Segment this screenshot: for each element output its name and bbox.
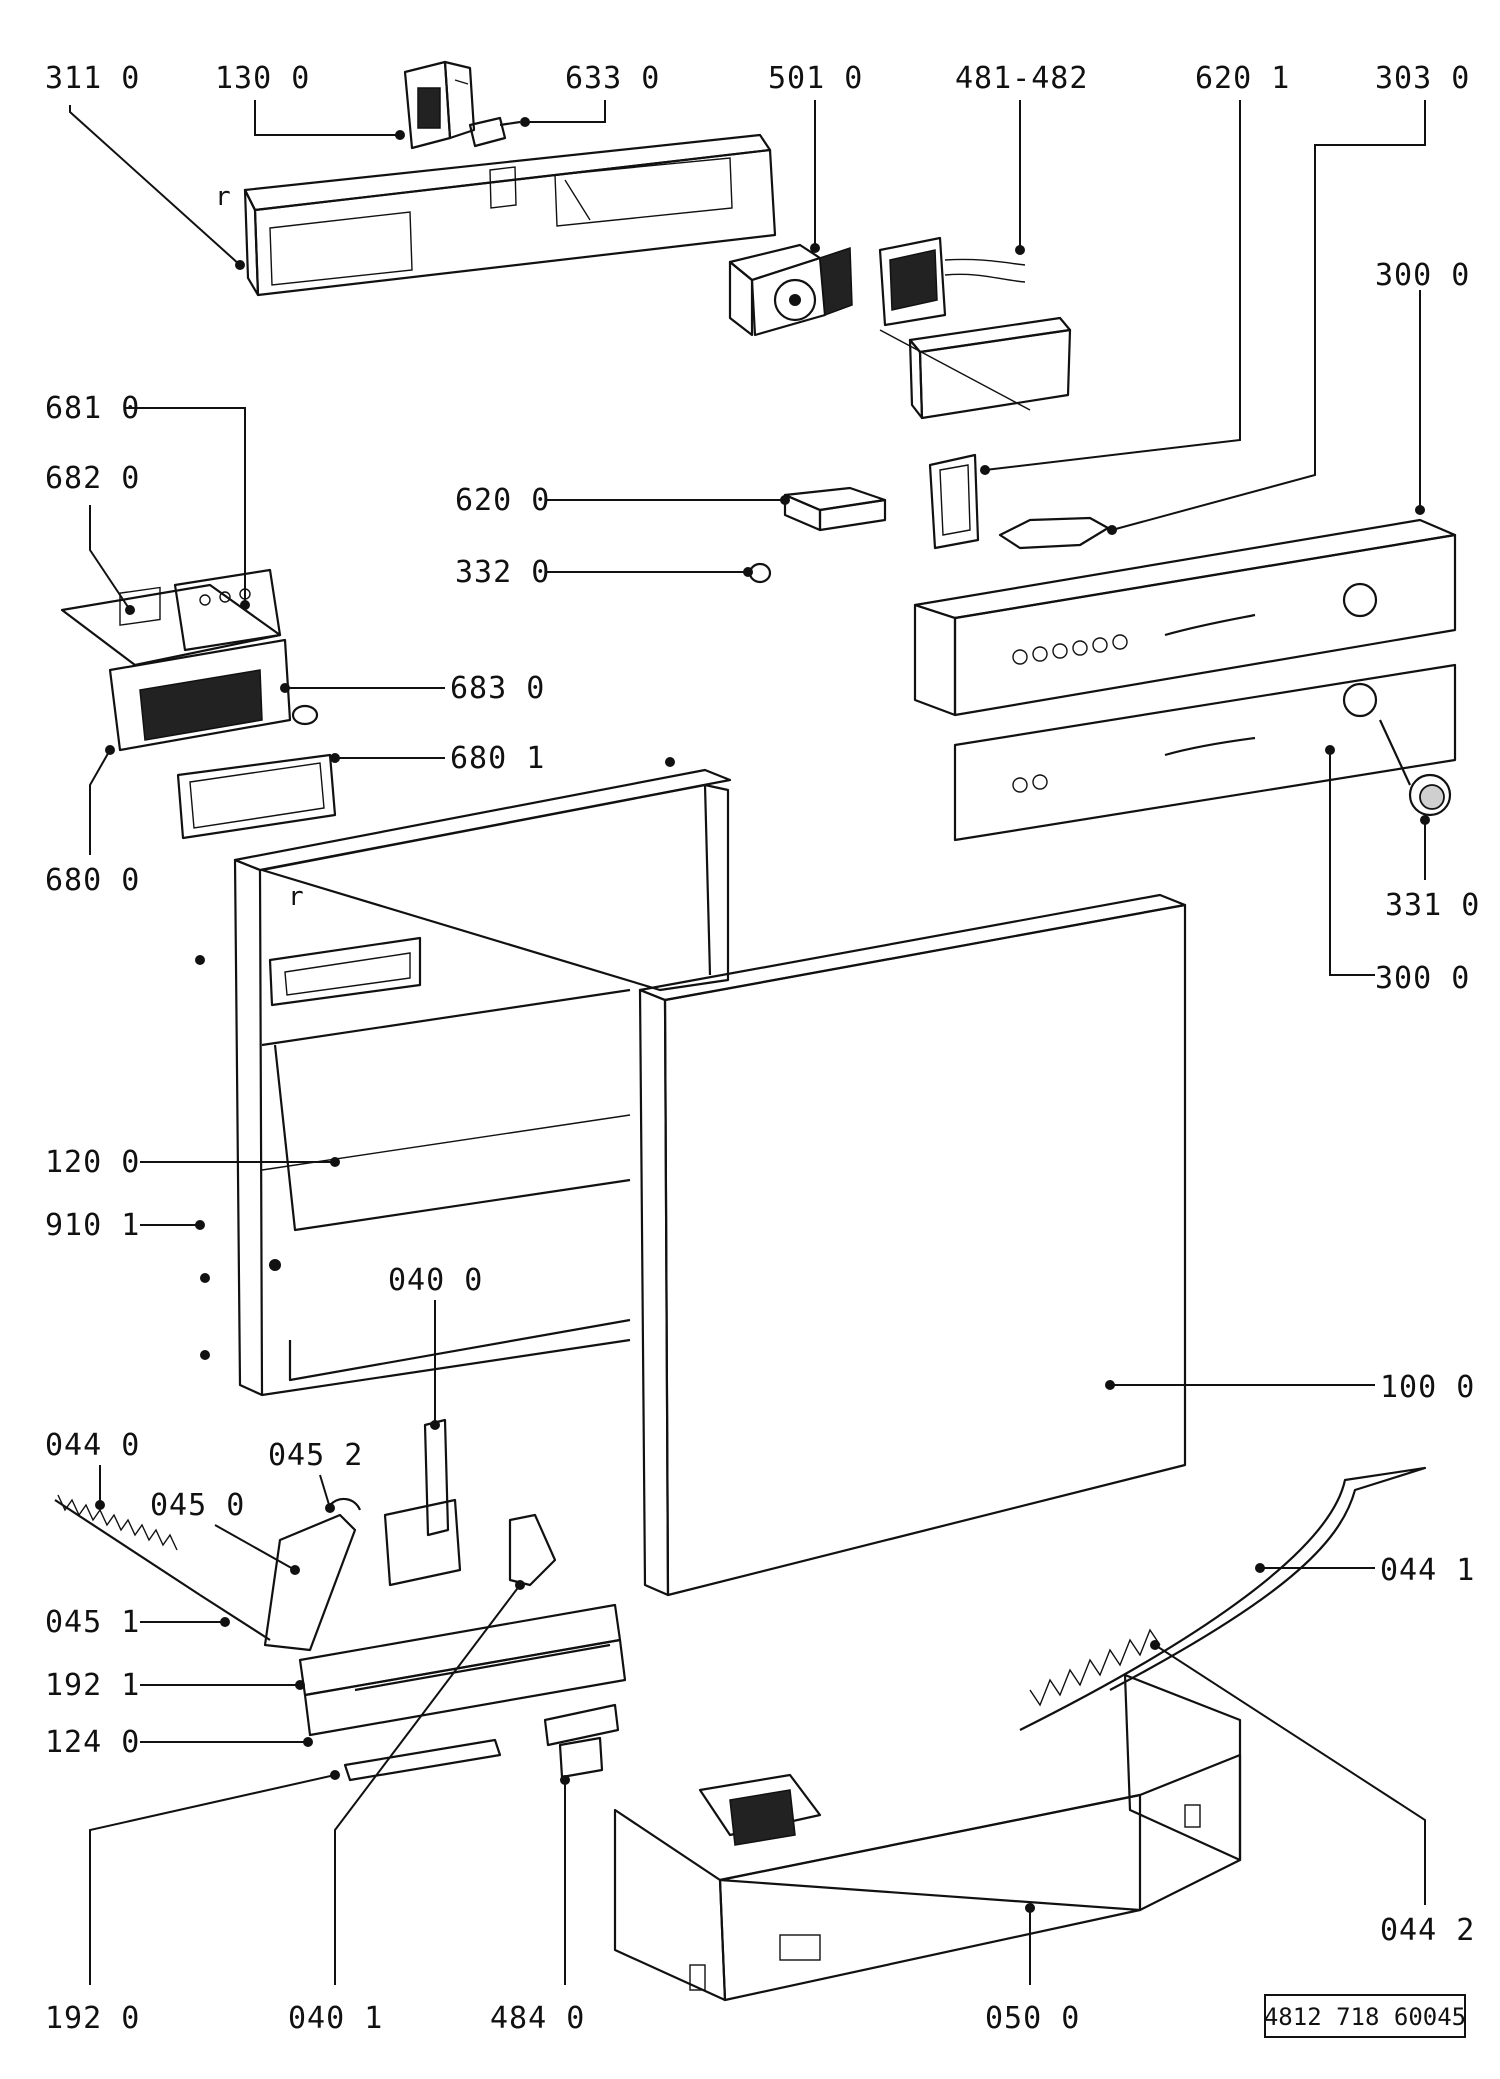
label-680-1: 680 1	[450, 741, 545, 776]
label-192-1: 192 1	[45, 1668, 140, 1703]
part-fascia-panel	[953, 663, 1457, 842]
label-044-2: 044 2	[1380, 1913, 1475, 1948]
part-680-1-gasket	[176, 753, 337, 840]
label-300-0-bottom: 300 0	[1375, 961, 1470, 996]
label-045-0: 045 0	[150, 1488, 245, 1523]
label-040-0: 040 0	[388, 1263, 483, 1298]
part-130-switch	[403, 60, 476, 150]
mark-r-door: r	[288, 882, 304, 912]
part-timer-plate	[879, 316, 1072, 420]
label-501-0: 501 0	[768, 61, 863, 96]
label-620-0: 620 0	[455, 483, 550, 518]
part-labels: 311 0 130 0 633 0 501 0 481-482 620 1 30…	[45, 61, 1480, 2036]
part-332-pin	[748, 562, 772, 584]
part-100-outer-door	[638, 893, 1187, 1597]
label-192-0: 192 0	[45, 2001, 140, 2036]
label-910-1: 910 1	[45, 1208, 140, 1243]
label-130-0: 130 0	[215, 61, 310, 96]
part-040-1-hinge-plate	[508, 1513, 557, 1587]
part-633-small-switch	[468, 116, 521, 148]
part-045-hinge	[263, 1497, 362, 1652]
part-192-hinge-rail	[298, 1603, 627, 1737]
leader-lines	[69, 100, 1430, 1985]
part-484-bracket	[543, 1703, 620, 1779]
part-620-0-connector	[783, 486, 887, 532]
drawing-number: 4812 718 60045	[1264, 2003, 1466, 2031]
mark-r-top: r	[215, 182, 231, 212]
part-331-knob	[1379, 719, 1452, 817]
part-311-bracket	[243, 133, 777, 297]
label-311-0: 311 0	[45, 61, 140, 96]
label-620-1: 620 1	[1195, 61, 1290, 96]
part-050-plinth	[613, 1673, 1242, 2002]
part-cartridge-block	[698, 1773, 822, 1846]
label-332-0: 332 0	[455, 555, 550, 590]
part-620-1-bracket	[928, 453, 980, 550]
label-050-0: 050 0	[985, 2001, 1080, 2036]
label-040-1: 040 1	[288, 2001, 383, 2036]
label-100-0: 100 0	[1380, 1370, 1475, 1405]
part-681-dispenser-assembly	[60, 568, 319, 752]
part-044-0-spring	[54, 1494, 271, 1641]
label-682-0: 682 0	[45, 461, 140, 496]
part-300-control-panel	[913, 518, 1457, 717]
part-303-window	[998, 516, 1110, 550]
label-300-0-top: 300 0	[1375, 258, 1470, 293]
drawing-number-box: 4812 718 60045	[1264, 1994, 1466, 2038]
part-040-0-hinge-bracket	[383, 1418, 462, 1587]
label-680-0: 680 0	[45, 863, 140, 898]
label-331-0: 331 0	[1385, 888, 1480, 923]
label-045-2: 045 2	[268, 1438, 363, 1473]
label-045-1: 045 1	[45, 1605, 140, 1640]
label-681-0: 681 0	[45, 391, 140, 426]
control-panel-buttons	[1012, 634, 1128, 665]
label-303-0: 303 0	[1375, 61, 1470, 96]
label-481-482: 481-482	[955, 61, 1088, 96]
part-501-timer	[728, 243, 853, 337]
part-192-0-small-rail	[343, 1738, 502, 1782]
label-683-0: 683 0	[450, 671, 545, 706]
label-124-0: 124 0	[45, 1725, 140, 1760]
part-481-482-connector	[878, 236, 1026, 327]
label-044-0: 044 0	[45, 1428, 140, 1463]
label-484-0: 484 0	[490, 2001, 585, 2036]
label-633-0: 633 0	[565, 61, 660, 96]
part-120-inner-door	[233, 768, 732, 1397]
part-044-1-lever	[1019, 1466, 1427, 1731]
label-120-0: 120 0	[45, 1145, 140, 1180]
label-044-1: 044 1	[1380, 1553, 1475, 1588]
